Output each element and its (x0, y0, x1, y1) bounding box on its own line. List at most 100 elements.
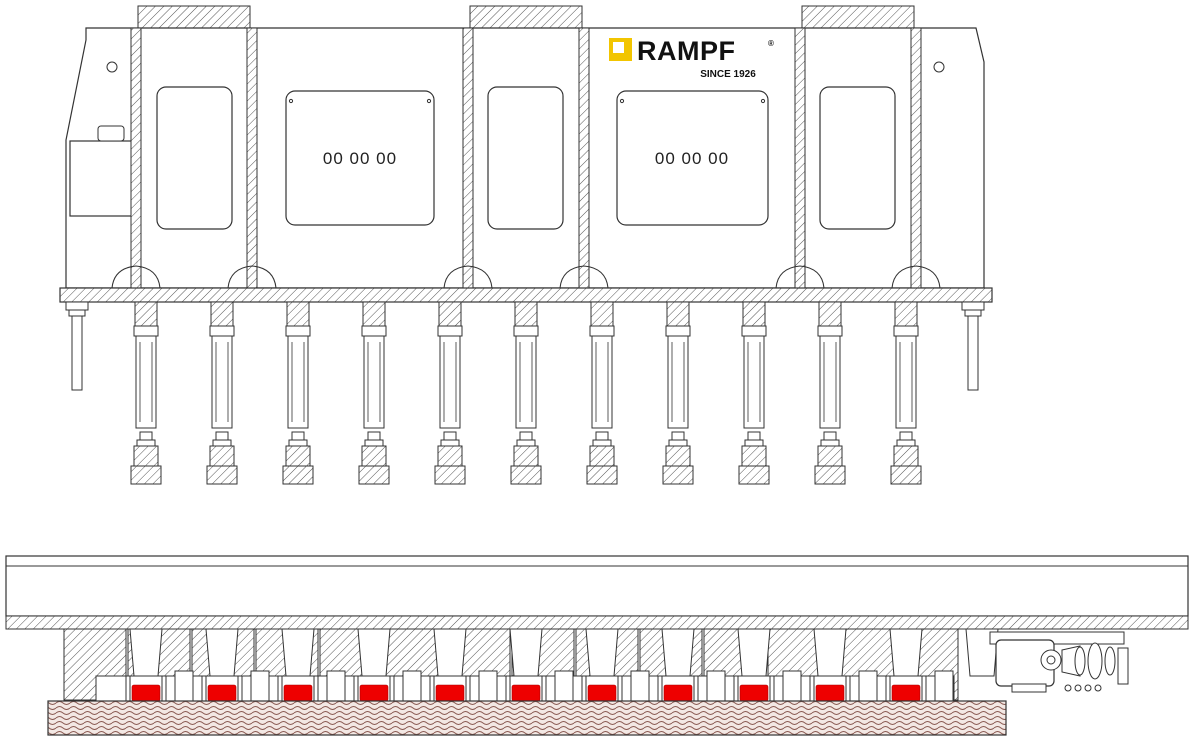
spindle-foot (510, 465, 542, 485)
indicator-panel: 00 00 00 (616, 90, 769, 226)
spindle-shaft (439, 335, 461, 429)
seal-guide (201, 675, 207, 702)
spindle-shaft (743, 335, 765, 429)
lower-assembly (5, 555, 1189, 736)
vertical-rib (910, 27, 922, 289)
spindle-bolt-icon (519, 431, 533, 441)
indicator-panel: 00 00 00 (285, 90, 435, 226)
spindle-nut (361, 325, 387, 337)
spindle-collar (590, 301, 614, 327)
spindle-bolt-icon (367, 431, 381, 441)
spindle-collar (894, 301, 918, 327)
mount-hole (933, 61, 945, 73)
channel (129, 628, 163, 677)
spindle-mount (741, 445, 767, 467)
spacer-block (250, 670, 270, 702)
channel (509, 628, 543, 677)
seal-guide (277, 675, 283, 702)
guide-pin (961, 301, 985, 391)
channel (433, 628, 467, 677)
mount-hole (106, 61, 118, 73)
spindle-washer (744, 439, 764, 447)
spindle-shaft (135, 335, 157, 429)
window (819, 86, 896, 230)
seal-guide (657, 675, 663, 702)
spindle-mount (589, 445, 615, 467)
seal-guide (845, 675, 851, 702)
spindle-nut (589, 325, 615, 337)
beam-hatch-strip (5, 615, 1189, 630)
panel-label: 00 00 00 (323, 149, 397, 168)
spindle-nut (437, 325, 463, 337)
spindle-bolt-icon (823, 431, 837, 441)
seal-guide (769, 675, 775, 702)
window (487, 86, 564, 230)
spindle-mount (665, 445, 691, 467)
spindle-nut (209, 325, 235, 337)
drive-unit (989, 631, 1129, 693)
channel (585, 628, 619, 677)
spindle-washer (592, 439, 612, 447)
spindle-mount (817, 445, 843, 467)
spindle-collar (666, 301, 690, 327)
spindle-bolt-icon (899, 431, 913, 441)
logo-registered: ® (768, 39, 774, 48)
spindle-washer (440, 439, 460, 447)
channel (737, 628, 771, 677)
red-seal (207, 684, 237, 702)
spindle-nut (513, 325, 539, 337)
channel (661, 628, 695, 677)
spindle-foot (358, 465, 390, 485)
seal-guide (429, 675, 435, 702)
channel (889, 628, 923, 677)
rib-arch (891, 265, 941, 289)
red-seal (739, 684, 769, 702)
workpiece (47, 700, 1007, 736)
spindle-row (130, 301, 922, 485)
rib-arch (559, 265, 609, 289)
spacer-block (326, 670, 346, 702)
spindle-shaft (363, 335, 385, 429)
rib-arches (111, 265, 941, 289)
spindle-mount (361, 445, 387, 467)
red-seal (511, 684, 541, 702)
spindle-shaft (287, 335, 309, 429)
spindle-washer (516, 439, 536, 447)
vertical-rib (578, 27, 590, 289)
spindle-collar (286, 301, 310, 327)
spindle (814, 301, 846, 485)
spindle-collar (742, 301, 766, 327)
top-beam (5, 555, 1189, 617)
spindle-nut (817, 325, 843, 337)
spindle-shaft (667, 335, 689, 429)
channel (813, 628, 847, 677)
spindle-shaft (819, 335, 841, 429)
spindle-mount (437, 445, 463, 467)
spindle-bolt-icon (747, 431, 761, 441)
spacer-block (554, 670, 574, 702)
red-seal (283, 684, 313, 702)
spindle-shaft (895, 335, 917, 429)
spindle-collar (362, 301, 386, 327)
seal-guide (465, 675, 471, 702)
spacer-block (630, 670, 650, 702)
spindle-washer (212, 439, 232, 447)
channel (205, 628, 239, 677)
logo-tagline: SINCE 1926 (700, 69, 756, 80)
rib-arch (443, 265, 493, 289)
spindle-bolt-icon (139, 431, 153, 441)
spindle (662, 301, 694, 485)
spindle-nut (285, 325, 311, 337)
spindle-collar (514, 301, 538, 327)
spacer-block (706, 670, 726, 702)
spacer-block (478, 670, 498, 702)
spindle-foot (206, 465, 238, 485)
seal-guide (389, 675, 395, 702)
seal-guide (733, 675, 739, 702)
spindle-nut (893, 325, 919, 337)
rib-arch (775, 265, 825, 289)
spindle-collar (134, 301, 158, 327)
rib-arch (227, 265, 277, 289)
spindle (206, 301, 238, 485)
channel (281, 628, 315, 677)
